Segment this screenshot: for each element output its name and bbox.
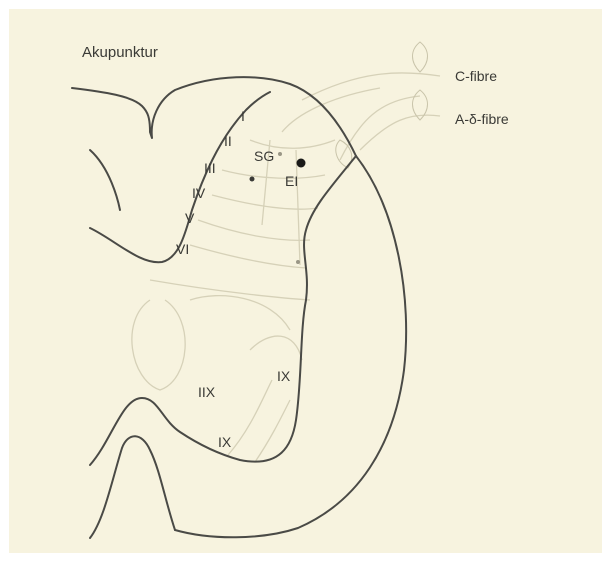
- iix-label: IIX: [198, 384, 216, 400]
- lamina-label: VI: [176, 241, 189, 257]
- ix-lower-label: IX: [218, 434, 232, 450]
- lamina-label: V: [185, 210, 195, 226]
- lamina-label: I: [241, 108, 245, 124]
- lower-dot: [296, 260, 300, 264]
- c-fibre-label: C-fibre: [455, 68, 497, 84]
- sg-label: SG: [254, 148, 274, 164]
- lamina-label: III: [204, 160, 216, 176]
- ei-label: EI: [285, 173, 298, 189]
- a-delta-fibre-label: A-δ-fibre: [455, 111, 509, 127]
- sg-dot: [278, 152, 282, 156]
- marker-dot: [250, 177, 255, 182]
- cord-outline: [72, 77, 406, 538]
- title-label: Akupunktur: [82, 44, 158, 61]
- lamina-label: IV: [192, 185, 206, 201]
- ix-right-label: IX: [277, 368, 291, 384]
- ei-dot: [297, 159, 306, 168]
- lamina-label: II: [224, 133, 232, 149]
